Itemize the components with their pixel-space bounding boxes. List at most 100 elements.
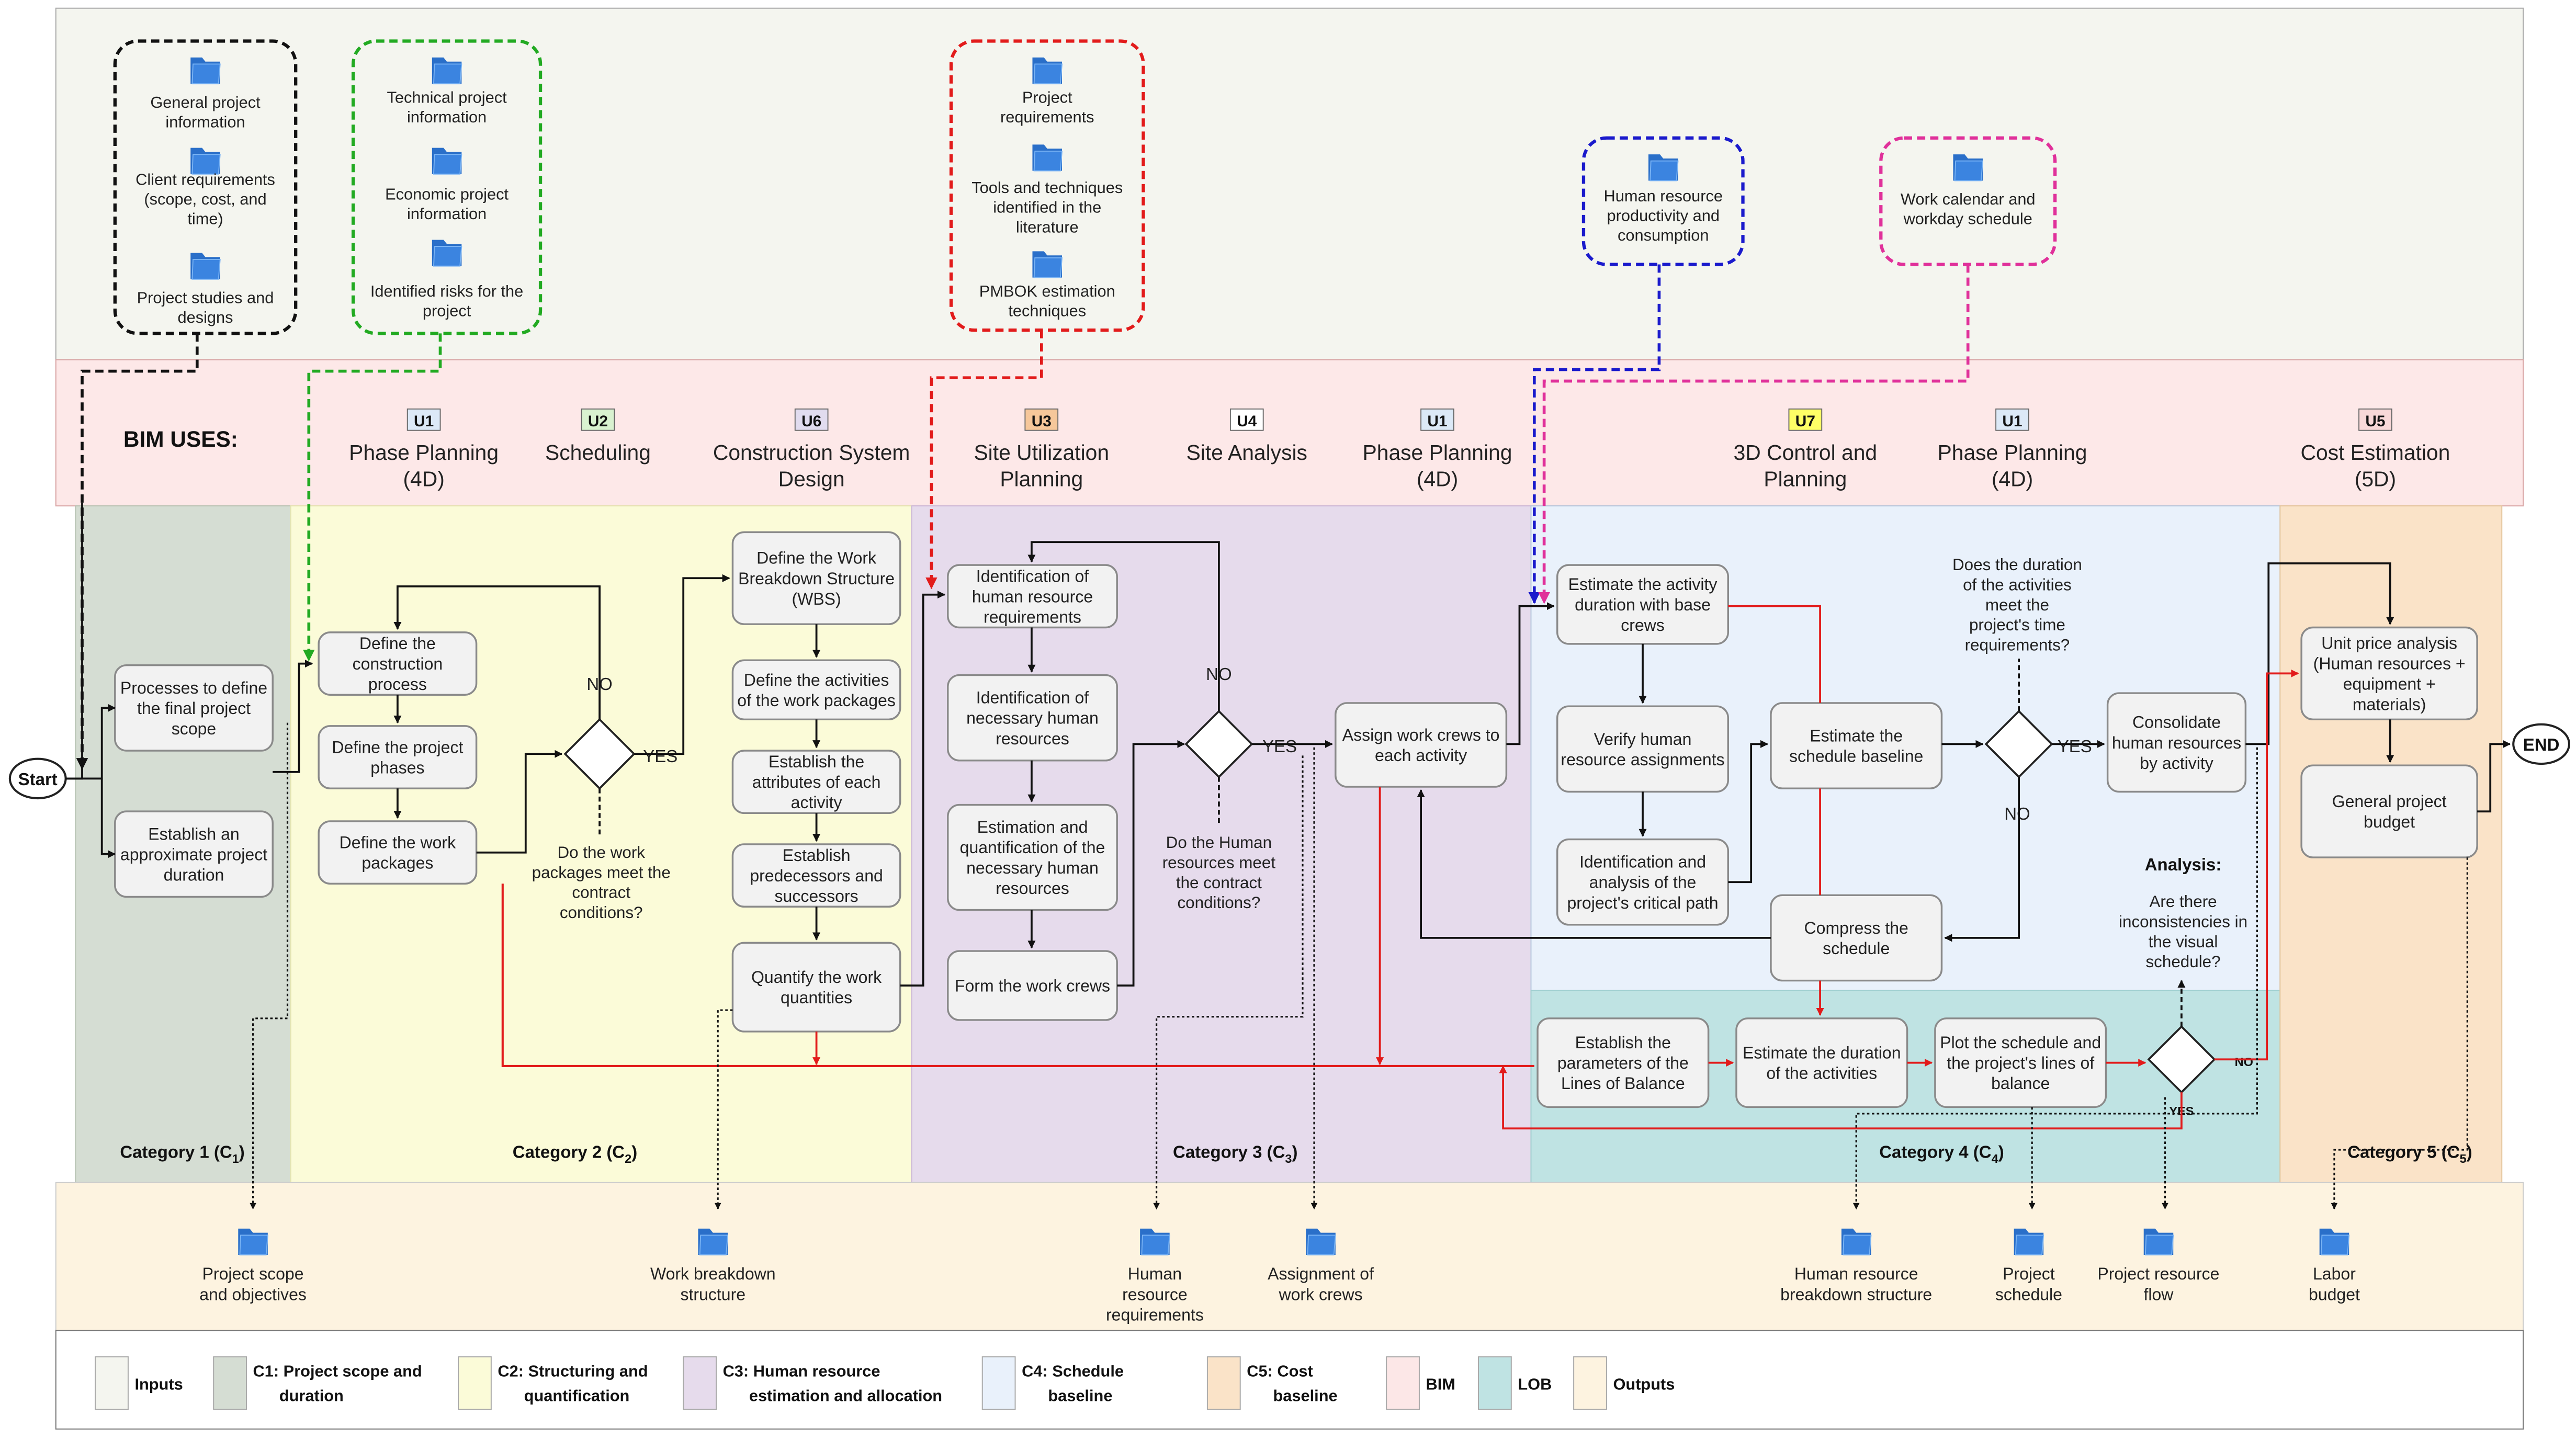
bim-use-sub: Planning: [1764, 467, 1847, 491]
folder-icon: [2143, 1228, 2174, 1255]
input-item-2-1-line: Technical project: [387, 88, 507, 106]
output-label-7: flow: [2143, 1285, 2174, 1304]
bim-use-code: U7: [1795, 413, 1815, 430]
outputs-band: [55, 1182, 2524, 1331]
process-c3-estimation: [947, 803, 1118, 911]
folder-icon: [698, 1228, 729, 1255]
process-c4-consolidate-line: human resources: [2112, 733, 2241, 752]
process-c4-verify-line: Verify human: [1594, 730, 1692, 749]
process-c4-activity-duration-line: crews: [1621, 616, 1665, 635]
process-c3-hr-requirements-line: human resource: [972, 587, 1093, 606]
process-c3-estimation-line: Estimation and: [977, 818, 1088, 836]
legend-label-9: Outputs: [1613, 1375, 1675, 1393]
output-label-4: work crews: [1279, 1285, 1363, 1304]
legend-swatch-1: [95, 1356, 129, 1410]
process-c1-define-scope-line: scope: [172, 719, 216, 738]
bim-use-code: U1: [1427, 413, 1447, 430]
process-c2-construction-line: construction: [353, 654, 443, 673]
input-item-1-1-line: General project: [150, 93, 261, 111]
legend-label-5: C4: Schedule: [1022, 1362, 1124, 1380]
process-c4-lob-parameters-line: Establish the: [1575, 1033, 1671, 1052]
process-c4-compress-line: Compress the: [1804, 919, 1908, 937]
bim-use-name: Phase Planning: [349, 440, 499, 465]
category-label-3: Category 3 (C3): [1173, 1142, 1297, 1165]
process-c4-activity-duration: [1556, 564, 1730, 645]
bim-use-code: U2: [588, 413, 608, 430]
category-label-2: Category 2 (C2): [513, 1142, 637, 1165]
process-c3-assign-line: each activity: [1375, 746, 1467, 765]
process-c2-wbs-line: (WBS): [792, 590, 841, 608]
process-c2-predecessors-line: successors: [775, 887, 858, 905]
decision-3-question-line: Does the duration: [1952, 556, 2082, 574]
input-group-1: [113, 39, 298, 335]
bim-use-code: U3: [1032, 413, 1052, 430]
input-item-1-2-line: time): [187, 210, 223, 228]
folder-icon: [1032, 57, 1063, 85]
input-item-2-1-line: information: [407, 108, 487, 126]
decision-1-question-line: Do the work: [557, 843, 645, 862]
process-c2-predecessors-line: Establish: [783, 846, 851, 865]
input-item-1-3-line: Project studies and: [137, 288, 274, 307]
process-c2-attributes-line: activity: [791, 793, 842, 812]
process-c4-consolidate-line: Consolidate: [2132, 713, 2221, 732]
decision-3-question-line: of the activities: [1963, 576, 2072, 594]
input-group-2: [351, 39, 543, 335]
process-c2-construction-line: process: [368, 675, 427, 694]
process-c4-critical-path: [1556, 838, 1730, 926]
process-c4-verify: [1556, 705, 1730, 793]
folder-icon: [238, 1228, 268, 1255]
decision-2-question-line: Do the Human: [1166, 833, 1272, 852]
bim-use-name: Cost Estimation: [2301, 440, 2450, 465]
decision-4-question-line: schedule?: [2145, 953, 2220, 971]
decision-3-yes: YES: [2058, 737, 2092, 756]
process-c4-activity-duration-line: duration with base: [1575, 595, 1711, 614]
legend-swatch-4: [683, 1356, 717, 1410]
output-label-4: Assignment of: [1268, 1264, 1374, 1283]
legend-swatch-9: [1573, 1356, 1607, 1410]
folder-icon: [1953, 154, 1984, 182]
input-item-1-2-line: Client requirements: [135, 170, 275, 188]
input-feed: [302, 333, 442, 662]
process-c1-define-scope-line: Processes to define: [120, 678, 267, 697]
process-c2-packages-line: Define the work: [340, 833, 456, 852]
decision-1-question-line: packages meet the: [532, 863, 671, 881]
decision-2-question-line: the contract: [1176, 874, 1262, 892]
folder-icon: [190, 57, 221, 85]
input-item-3-2-line: Tools and techniques: [971, 178, 1123, 197]
red-flow: [2214, 669, 2299, 1061]
connector: [1728, 740, 1769, 884]
input-item-2-2-line: Economic project: [385, 185, 509, 203]
input-item-4-1-line: consumption: [1618, 226, 1709, 244]
process-c2-packages-line: packages: [361, 854, 433, 873]
decision-4-question-line: the visual: [2149, 933, 2218, 951]
process-c4-lob-plot: [1934, 1017, 2107, 1108]
bim-use-code-badge: [1229, 408, 1264, 431]
category-label-5: Category 5 (C5): [2347, 1142, 2472, 1165]
process-c5-unit-price-line: (Human resources +: [2313, 654, 2466, 673]
input-item-3-1-line: Project: [1022, 88, 1072, 106]
bim-use-code: U1: [414, 413, 434, 430]
bim-use-sub: (4D): [1992, 467, 2033, 491]
process-c3-estimation-line: necessary human: [966, 858, 1099, 877]
output-feed: [2331, 857, 2468, 1210]
input-item-5-1-line: Work calendar and: [1901, 190, 2036, 208]
folder-icon: [1648, 154, 1679, 182]
bim-use-name: Phase Planning: [1938, 440, 2087, 465]
process-c5-budget: [2300, 764, 2478, 858]
process-c2-attributes-line: attributes of each: [752, 773, 881, 791]
connector: [634, 574, 730, 755]
inputs-band: [55, 7, 2524, 360]
bim-use-code: U5: [2365, 413, 2385, 430]
input-item-4-1-line: Human resource: [1604, 187, 1723, 205]
legend-label-8: LOB: [1518, 1375, 1552, 1393]
process-c3-crews-line: Form the work crews: [955, 977, 1110, 995]
process-c5-unit-price-line: materials): [2353, 695, 2426, 714]
output-label-3: requirements: [1106, 1306, 1204, 1324]
folder-icon: [2014, 1228, 2044, 1255]
connector: [1944, 777, 2020, 942]
process-c1-approx-duration-line: duration: [164, 865, 224, 884]
decision-2-yes: YES: [1262, 737, 1297, 756]
input-feed: [925, 330, 1043, 590]
legend-swatch-3: [458, 1356, 492, 1410]
input-item-3-2-line: identified in the: [993, 198, 1101, 217]
